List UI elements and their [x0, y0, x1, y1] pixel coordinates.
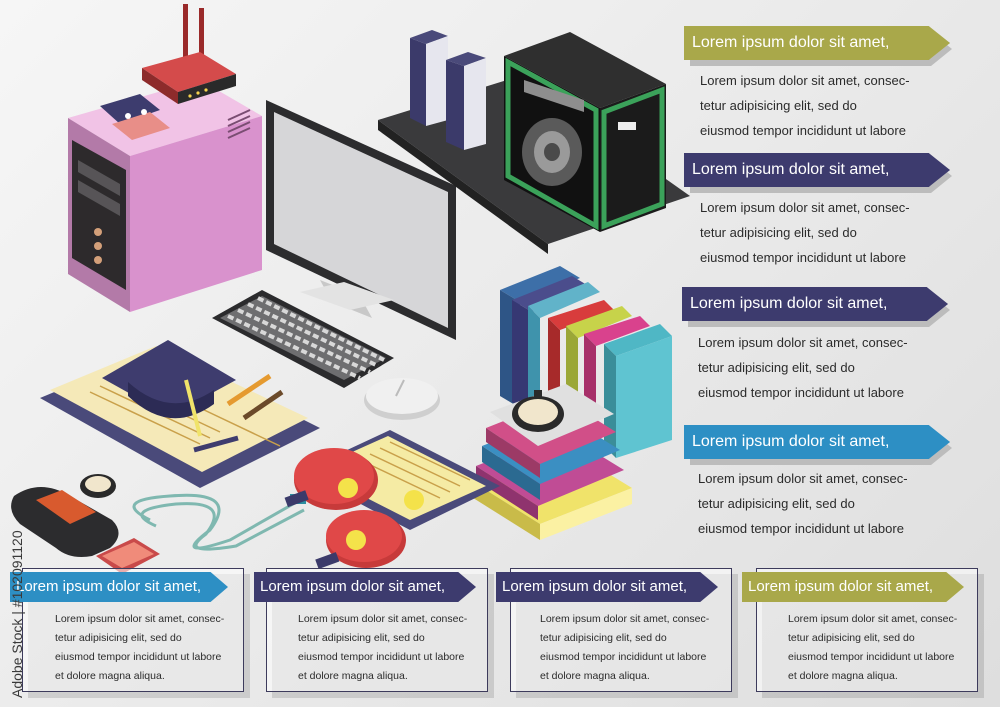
monitor — [266, 100, 456, 340]
text-line: eiusmod tempor incididunt ut labore — [700, 123, 906, 138]
stock-watermark: Adobe Stock | #102091120 — [9, 530, 25, 698]
text-line: Lorem ipsum dolor sit amet, consec- — [700, 200, 910, 215]
text-line: eiusmod tempor incididunt ut labore — [298, 651, 465, 663]
panel-text: Lorem ipsum dolor sit amet, consec- tetu… — [540, 610, 709, 686]
panel-heading: Lorem ipsum dolor sit amet, — [10, 572, 228, 602]
text-line: Lorem ipsum dolor sit amet, consec- — [540, 613, 710, 625]
pencils — [193, 373, 284, 453]
text-line: Lorem ipsum dolor sit amet, consec- — [55, 613, 225, 625]
text-line: Lorem ipsum dolor sit amet, consec- — [788, 613, 958, 625]
graduation-cap — [40, 340, 320, 488]
panel-heading: Lorem ipsum dolor sit amet, — [684, 425, 950, 459]
panel-text: Lorem ipsum dolor sit amet, consec- tetu… — [700, 195, 910, 270]
text-line: tetur adipisicing elit, sed do — [540, 632, 667, 644]
panel-heading: Lorem ipsum dolor sit amet, — [684, 26, 950, 60]
text-line: Lorem ipsum dolor sit amet, consec- — [698, 471, 908, 486]
text-line: tetur adipisicing elit, sed do — [55, 632, 182, 644]
panel-text: Lorem ipsum dolor sit amet, consec- tetu… — [55, 610, 224, 686]
text-line: et dolore magna aliqua. — [540, 670, 650, 682]
text-line: tetur adipisicing elit, sed do — [698, 496, 855, 511]
watermark-text: Adobe Stock | #102091120 — [9, 530, 25, 698]
text-line: tetur adipisicing elit, sed do — [298, 632, 425, 644]
game-console — [11, 487, 119, 557]
panel-text: Lorem ipsum dolor sit amet, consec- tetu… — [298, 610, 467, 686]
panel-text: Lorem ipsum dolor sit amet, consec- tetu… — [698, 466, 908, 541]
text-line: eiusmod tempor incididunt ut labore — [698, 521, 904, 536]
panel-heading: Lorem ipsum dolor sit amet, — [682, 287, 948, 321]
text-line: tetur adipisicing elit, sed do — [788, 632, 915, 644]
text-line: et dolore magna aliqua. — [788, 670, 898, 682]
text-line: eiusmod tempor incididunt ut labore — [788, 651, 955, 663]
text-line: et dolore magna aliqua. — [55, 670, 165, 682]
panel-heading: Lorem ipsum dolor sit amet, — [254, 572, 476, 602]
text-line: eiusmod tempor incididunt ut labore — [700, 250, 906, 265]
text-line: tetur adipisicing elit, sed do — [700, 98, 857, 113]
text-line: Lorem ipsum dolor sit amet, consec- — [298, 613, 468, 625]
panel-heading: Lorem ipsum dolor sit amet, — [742, 572, 964, 602]
text-line: tetur adipisicing elit, sed do — [700, 225, 857, 240]
panel-text: Lorem ipsum dolor sit amet, consec- tetu… — [700, 68, 910, 143]
text-line: et dolore magna aliqua. — [298, 670, 408, 682]
phone — [96, 538, 160, 574]
router — [142, 4, 236, 104]
text-line: eiusmod tempor incididunt ut labore — [698, 385, 904, 400]
earphones — [132, 493, 306, 551]
text-line: Lorem ipsum dolor sit amet, consec- — [700, 73, 910, 88]
text-line: tetur adipisicing elit, sed do — [698, 360, 855, 375]
ping-pong-balls — [338, 478, 424, 550]
small-stopwatch — [80, 474, 116, 498]
text-line: eiusmod tempor incididunt ut labore — [540, 651, 707, 663]
mouse — [364, 378, 440, 420]
cassette-tapes — [100, 94, 170, 140]
panel-heading: Lorem ipsum dolor sit amet, — [684, 153, 950, 187]
text-line: eiusmod tempor incididunt ut labore — [55, 651, 222, 663]
computer-tower — [68, 80, 262, 312]
panel-text: Lorem ipsum dolor sit amet, consec- tetu… — [698, 330, 908, 405]
stopwatch — [512, 390, 564, 432]
panel-text: Lorem ipsum dolor sit amet, consec- tetu… — [788, 610, 957, 686]
keyboard — [212, 290, 394, 388]
speaker — [504, 32, 666, 232]
binders — [410, 30, 486, 150]
panel-heading: Lorem ipsum dolor sit amet, — [496, 572, 718, 602]
text-line: Lorem ipsum dolor sit amet, consec- — [698, 335, 908, 350]
